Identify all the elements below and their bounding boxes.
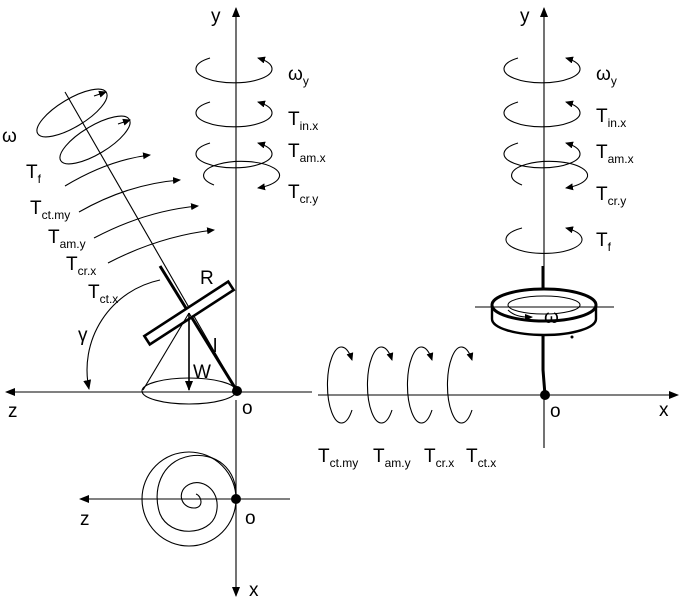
- left-y-torque-loops: [195, 56, 281, 191]
- length-label: l: [213, 336, 217, 357]
- spin-axis-line: [64, 91, 238, 392]
- right-t-cr-x-label: Tcr.x: [424, 446, 454, 470]
- right-t-am-y-label: Tam.y: [373, 446, 411, 470]
- t-in-x-label: Tin.x: [288, 109, 318, 133]
- left-side-view: y z o W R l γ ωy Ti: [2, 6, 326, 422]
- right-side-view: y x o ωy Tin.x Tam.x Tcr.y Tf ω: [318, 6, 679, 470]
- left-z-axis-label: z: [8, 401, 18, 422]
- right-lower-stem: [541, 322, 547, 396]
- bottom-x-axis-label: x: [249, 580, 259, 601]
- am-y-loop: [366, 346, 394, 424]
- right-t-ct-x-label: Tct.x: [466, 446, 496, 470]
- cr-y-loop: [203, 160, 281, 191]
- gamma-label: γ: [78, 325, 88, 346]
- right-omega-label: ω: [544, 307, 559, 328]
- radius-label: R: [200, 268, 214, 289]
- omega-y-loop: [195, 56, 273, 84]
- t-ct-x-label: Tct.x: [88, 282, 118, 306]
- bottom-top-view: z x o: [79, 400, 290, 601]
- omega-label: ω: [2, 126, 17, 147]
- t-ct-my-label: Tct.my: [30, 198, 70, 222]
- right-origin-dot: [540, 390, 550, 400]
- cone-right-edge: [188, 312, 237, 391]
- bottom-origin-label: o: [245, 508, 256, 529]
- rotor-spin-arrow: [507, 309, 533, 321]
- right-t-cr-y-label: Tcr.y: [596, 184, 626, 208]
- in-x-loop: [195, 100, 273, 128]
- t-f-label: Tf: [26, 162, 42, 186]
- right-t-in-x-label: Tin.x: [596, 106, 626, 130]
- t-ct-my-arc: [64, 152, 151, 187]
- gamma-angle-arc: [83, 279, 161, 390]
- ct-my-loop: [326, 346, 354, 424]
- t-ct-x-arc: [107, 227, 215, 264]
- bottom-z-axis-label: z: [80, 509, 90, 530]
- t-am-x-label: Tam.x: [288, 141, 326, 165]
- weight-label: W: [193, 362, 211, 383]
- right-x-axis-label: x: [659, 400, 669, 421]
- right-t-ct-my-label: Tct.my: [318, 446, 358, 470]
- nutation-spiral: [156, 454, 237, 532]
- right-y-axis-label: y: [520, 6, 530, 27]
- rotor-dot: [570, 335, 574, 339]
- omega-spin-loop: [36, 88, 108, 138]
- right-t-f-label: Tf: [596, 230, 612, 254]
- t-am-y-label: Tam.y: [48, 227, 86, 251]
- cr-x-loop: [406, 346, 434, 424]
- omega-spin-arrow: [93, 90, 107, 98]
- right-omega-y-loop: [503, 56, 581, 84]
- t-cr-x-arc: [93, 203, 199, 239]
- rotor-top-inner: [507, 295, 581, 315]
- t-am-y-arc: [78, 177, 181, 213]
- left-y-axis-label: y: [211, 6, 221, 27]
- right-y-torque-loops: [503, 56, 589, 254]
- right-in-x-loop: [503, 100, 581, 128]
- right-rotor: [475, 287, 614, 339]
- left-origin-label: o: [242, 398, 253, 419]
- rotor-top-outer: [490, 287, 598, 323]
- t-cr-x-label: Tcr.x: [66, 254, 96, 278]
- right-x-torque-loops: [326, 346, 474, 424]
- tf-spin-arrow: [117, 118, 131, 126]
- am-x-loop: [195, 141, 273, 169]
- spin-axis-loops: [36, 88, 131, 165]
- t-cr-y-label: Tcr.y: [288, 182, 318, 206]
- tf-spin-loop: [59, 115, 131, 165]
- ct-x-loop: [446, 346, 474, 424]
- right-tf-loop: [505, 226, 583, 254]
- right-cr-y-loop: [511, 160, 589, 191]
- right-origin-label: o: [550, 401, 561, 422]
- right-t-am-x-label: Tam.x: [596, 142, 634, 166]
- cone-left-edge: [142, 312, 190, 391]
- omega-y-label: ωy: [288, 64, 309, 88]
- right-omega-y-label: ωy: [596, 64, 617, 88]
- right-am-x-loop: [503, 141, 581, 169]
- left-origin-dot: [232, 386, 242, 396]
- bottom-origin-dot: [231, 494, 241, 504]
